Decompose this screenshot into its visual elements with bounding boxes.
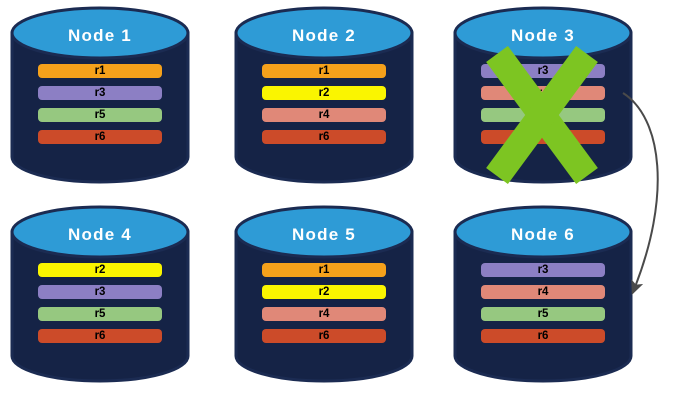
record-bar[interactable]: r5 bbox=[38, 108, 162, 122]
record-bar[interactable]: r4 bbox=[481, 285, 605, 299]
record-bar[interactable]: r5 bbox=[481, 108, 605, 122]
record-bar-list: r1 r2 r4 r6 bbox=[262, 64, 386, 144]
record-bar[interactable]: r6 bbox=[262, 329, 386, 343]
record-bar[interactable]: r6 bbox=[38, 130, 162, 144]
record-bar[interactable]: r2 bbox=[262, 86, 386, 100]
record-bar-list: r3 r4 r5 r6 bbox=[481, 263, 605, 343]
record-bar[interactable]: r2 bbox=[38, 263, 162, 277]
record-bar[interactable]: r4 bbox=[481, 86, 605, 100]
record-bar[interactable]: r3 bbox=[38, 285, 162, 299]
record-bar[interactable]: r3 bbox=[38, 86, 162, 100]
record-bar[interactable]: r6 bbox=[262, 130, 386, 144]
record-bar[interactable]: r5 bbox=[481, 307, 605, 321]
record-bar[interactable]: r6 bbox=[481, 329, 605, 343]
record-bar[interactable]: r1 bbox=[262, 263, 386, 277]
record-bar[interactable]: r1 bbox=[38, 64, 162, 78]
record-bar[interactable]: r3 bbox=[481, 263, 605, 277]
record-bar-list: r3 r4 r5 r6 bbox=[481, 64, 605, 144]
record-bar[interactable]: r4 bbox=[262, 307, 386, 321]
record-bar[interactable]: r2 bbox=[262, 285, 386, 299]
record-bar[interactable]: r6 bbox=[38, 329, 162, 343]
cylinder-top-ellipse bbox=[453, 205, 633, 259]
cylinder-top-ellipse bbox=[10, 6, 190, 60]
cylinder-top-ellipse bbox=[234, 205, 414, 259]
cylinder-top-ellipse bbox=[234, 6, 414, 60]
cylinder-top-ellipse bbox=[10, 205, 190, 259]
record-bar-list: r1 r3 r5 r6 bbox=[38, 64, 162, 144]
record-bar-list: r2 r3 r5 r6 bbox=[38, 263, 162, 343]
record-bar[interactable]: r1 bbox=[262, 64, 386, 78]
record-bar[interactable]: r4 bbox=[262, 108, 386, 122]
record-bar-list: r1 r2 r4 r6 bbox=[262, 263, 386, 343]
record-bar[interactable]: r6 bbox=[481, 130, 605, 144]
record-bar[interactable]: r3 bbox=[481, 64, 605, 78]
cylinder-top-ellipse bbox=[453, 6, 633, 60]
record-bar[interactable]: r5 bbox=[38, 307, 162, 321]
